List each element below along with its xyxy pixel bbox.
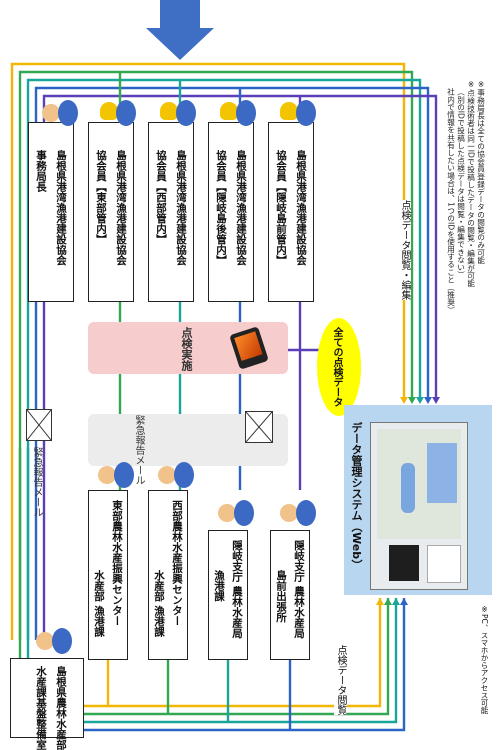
arrow-head bbox=[432, 397, 440, 404]
note-line-3: （別のIDで投稿した点検データは閲覧・編集できない） bbox=[456, 88, 466, 279]
bottom-connector-line bbox=[84, 598, 390, 716]
arrow-head bbox=[416, 397, 424, 404]
member-dozen-line2: 協会員【隠岐島前管内】 bbox=[275, 150, 287, 266]
branch-office-okimae-line1: 隠岐支庁 農林水産局 bbox=[293, 540, 305, 639]
member-west-line1: 島根県港湾漁港建設協会 bbox=[175, 150, 187, 266]
branch-office-okimae bbox=[270, 530, 310, 660]
branch-office-west bbox=[148, 490, 188, 660]
association-office-line1: 島根県港湾漁港建設協会 bbox=[55, 150, 67, 266]
inspection-label: 点検実施 bbox=[180, 327, 193, 371]
member-east-line1: 島根県港湾漁港建設協会 bbox=[115, 150, 127, 266]
pc-access-note: ※PC、スマホからアクセス可能 bbox=[480, 605, 489, 714]
association-member-east bbox=[88, 122, 134, 302]
association-office-line2: 事務局長 bbox=[35, 150, 47, 192]
note-line-2: ※点検技術者は同一IDで投稿したデータの閲覧・編集が可能 bbox=[466, 80, 476, 288]
prefecture-office-box bbox=[10, 658, 84, 738]
association-member-west bbox=[148, 122, 194, 302]
arrow-head bbox=[424, 397, 432, 404]
browse-edit-label: 点検データ閲覧・編集 bbox=[398, 200, 411, 300]
top-connector-line bbox=[18, 70, 414, 640]
branch-office-oki-line2: 漁港課 bbox=[213, 570, 225, 602]
top-connector-line bbox=[26, 78, 422, 640]
branch-office-oki bbox=[208, 530, 248, 660]
member-dogo-line1: 島根県港湾漁港建設協会 bbox=[235, 150, 247, 266]
member-dogo-line2: 協会員【隠岐島後管内】 bbox=[215, 150, 227, 266]
prefecture-office-line1: 島根県農林水産部 bbox=[55, 666, 67, 750]
map-screen-icon bbox=[370, 422, 468, 590]
browse-label: 点検データ閲覧 bbox=[334, 645, 347, 715]
system-title: データ管理システム（Web） bbox=[350, 422, 363, 571]
branch-office-west-line1: 西部農林水産振興センター bbox=[171, 500, 183, 626]
note-line-4: 社内で情報を共有したい場合は、1つのIDを使用すること（推奨） bbox=[446, 88, 456, 314]
branch-office-east-line2: 水産部 漁港課 bbox=[93, 570, 105, 637]
all-data-label: 全ての点検データ bbox=[331, 327, 342, 407]
member-east-line2: 協会員【東部管内】 bbox=[95, 150, 107, 245]
note-line-1: ※事務局長は全ての協会員登録データの閲覧のみ可能 bbox=[476, 80, 486, 264]
bottom-connector-line bbox=[84, 598, 382, 708]
arrow-head bbox=[400, 598, 408, 605]
arrow-head bbox=[392, 598, 400, 605]
bottom-connector-line bbox=[84, 598, 398, 724]
emergency-mail-mid-label: 緊急報告メール bbox=[133, 415, 144, 485]
association-member-dozen bbox=[268, 122, 314, 302]
association-office-box bbox=[28, 122, 74, 302]
mail-icon bbox=[245, 411, 273, 443]
branch-office-east-line1: 東部農林水産振興センター bbox=[111, 500, 123, 626]
mail-icon bbox=[26, 409, 52, 441]
arrow-head bbox=[376, 598, 384, 605]
down-arrow-icon bbox=[146, 0, 214, 60]
member-west-line2: 協会員【西部管内】 bbox=[155, 150, 167, 245]
all-data-bubble bbox=[317, 318, 361, 416]
arrow-head bbox=[384, 598, 392, 605]
branch-office-okimae-line2: 島前出張所 bbox=[275, 570, 287, 623]
branch-office-east bbox=[88, 490, 128, 660]
bottom-connector-line bbox=[84, 598, 406, 732]
branch-office-west-line2: 水産部 漁港課 bbox=[153, 570, 165, 637]
association-member-dogo bbox=[208, 122, 254, 302]
member-dozen-line1: 島根県港湾漁港建設協会 bbox=[295, 150, 307, 266]
top-connector-line bbox=[34, 86, 430, 640]
prefecture-office-line2: 水産課基盤整備室 bbox=[35, 666, 47, 750]
branch-office-oki-line1: 隠岐支庁 農林水産局 bbox=[231, 540, 243, 639]
arrow-head bbox=[400, 397, 408, 404]
arrow-head bbox=[408, 397, 416, 404]
emergency-mail-top-label: 緊急報告メール bbox=[31, 447, 42, 517]
